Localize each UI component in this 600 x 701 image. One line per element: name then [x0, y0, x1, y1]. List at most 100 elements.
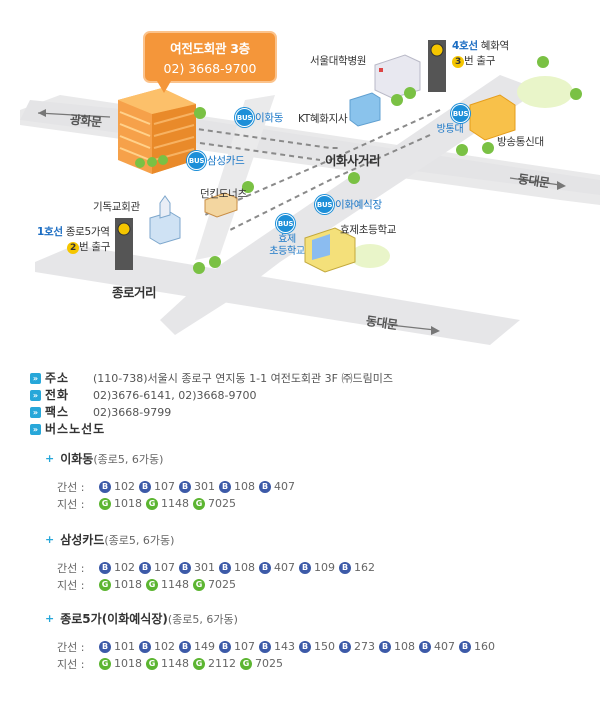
bus-stop-ihwa-hall: BUS 이화예식장: [315, 195, 382, 214]
address-value: (110-738)서울시 종로구 연지동 1-1 여전도회관 3F ㈜드림미즈: [93, 372, 393, 385]
bus-icon: BUS: [187, 151, 206, 170]
bus-stop-name: 삼성카드: [60, 533, 105, 547]
fax-row: » 팩스 02)3668-9799: [30, 404, 590, 421]
trunk-bus-icon: B: [259, 561, 271, 574]
label-knou: 방송통신대: [497, 136, 544, 148]
trunk-route-label: 간선 :: [57, 561, 85, 575]
label-hyoje-school: 효제초등학교: [340, 224, 397, 236]
branch-route-label: 지선 :: [57, 657, 85, 671]
bus-stop-ihwadong-label: 이화동: [255, 112, 284, 124]
trunk-bus-icon: B: [99, 561, 111, 574]
fax-value: 02)3668-9799: [93, 406, 172, 419]
bus-route-number: 108: [234, 561, 255, 574]
bus-route-number: 108: [394, 640, 415, 653]
map-roads: [20, 40, 600, 345]
branch-bus-icon: G: [240, 657, 252, 670]
bus-route-number: 301: [194, 561, 215, 574]
branch-bus-icon: G: [193, 578, 205, 591]
trunk-route-label: 간선 :: [57, 640, 85, 654]
branch-route-label: 지선 :: [57, 497, 85, 511]
bus-stop-hyoje-icon-wrap: BUS: [276, 214, 296, 233]
bus-route-number: 162: [354, 561, 375, 574]
bus-stop-title: + 삼성카드(종로5, 6가동): [45, 531, 379, 548]
fax-label: 팩스: [45, 405, 70, 419]
bus-route-number: 7025: [208, 578, 236, 591]
branch-bus-icon: G: [193, 497, 205, 510]
branch-bus-icon: G: [193, 657, 205, 670]
plus-icon: +: [45, 452, 55, 465]
bus-route-number: 101: [114, 640, 135, 653]
bus-stop-hyoje-label: 효제 초등학교: [269, 234, 305, 257]
bus-stop-title: + 이화동(종로5, 6가동): [45, 450, 299, 467]
phone-value: 02)3676-6141, 02)3668-9700: [93, 389, 257, 402]
double-chevron-icon: »: [30, 424, 41, 435]
bus-stop-range: (종로5, 6가동): [104, 533, 175, 547]
trunk-bus-icon: B: [179, 561, 191, 574]
double-chevron-icon: »: [30, 407, 41, 418]
trunk-bus-icon: B: [459, 640, 471, 653]
phone-label: 전화: [45, 388, 70, 402]
bus-stop-bangtongdae-label: 방통대: [436, 124, 464, 135]
road-gwanghwamun: 광화문: [69, 112, 103, 130]
branch-bus-icon: G: [99, 657, 111, 670]
bus-stop-name: 이화동: [60, 452, 94, 466]
line1-exit-number: 2: [67, 242, 79, 254]
bus-route-number: 107: [234, 640, 255, 653]
bus-route-number: 109: [314, 561, 335, 574]
address-label: 주소: [45, 371, 70, 385]
jongno-junction-label: 종로거리: [112, 285, 157, 300]
bus-route-number: 1148: [161, 578, 189, 591]
bus-route-number: 1148: [161, 657, 189, 670]
bus-stop-name: 종로5가(이화예식장): [60, 612, 168, 626]
trunk-bus-icon: B: [219, 480, 231, 493]
branch-bus-icon: G: [146, 578, 158, 591]
bus-stop-ihwa-hall-label: 이화예식장: [335, 199, 382, 211]
trunk-bus-icon: B: [219, 640, 231, 653]
plus-icon: +: [45, 533, 55, 546]
trunk-bus-icon: B: [99, 480, 111, 493]
bus-stop-range: (종로5, 6가동): [93, 452, 164, 466]
trunk-bus-icon: B: [339, 640, 351, 653]
bus-icon: BUS: [235, 108, 254, 127]
bus-route-number: 273: [354, 640, 375, 653]
bus-route-number: 7025: [255, 657, 283, 670]
branch-bus-icon: G: [146, 657, 158, 670]
line1-name: 1호선: [37, 226, 63, 238]
bus-route-number: 2112: [208, 657, 236, 670]
branch-bus-icon: G: [99, 578, 111, 591]
bus-stop-bangtongdae-icon-wrap: BUS: [451, 104, 471, 123]
trunk-bus-icon: B: [139, 640, 151, 653]
bus-icon: BUS: [451, 104, 470, 123]
branch-bus-icon: G: [99, 497, 111, 510]
line4-exit-number: 3: [452, 56, 464, 68]
trunk-bus-icon: B: [299, 640, 311, 653]
double-chevron-icon: »: [30, 390, 41, 401]
bus-stop-range: (종로5, 6가동): [167, 612, 238, 626]
bus-routes-heading-row: » 버스노선도: [30, 421, 590, 438]
